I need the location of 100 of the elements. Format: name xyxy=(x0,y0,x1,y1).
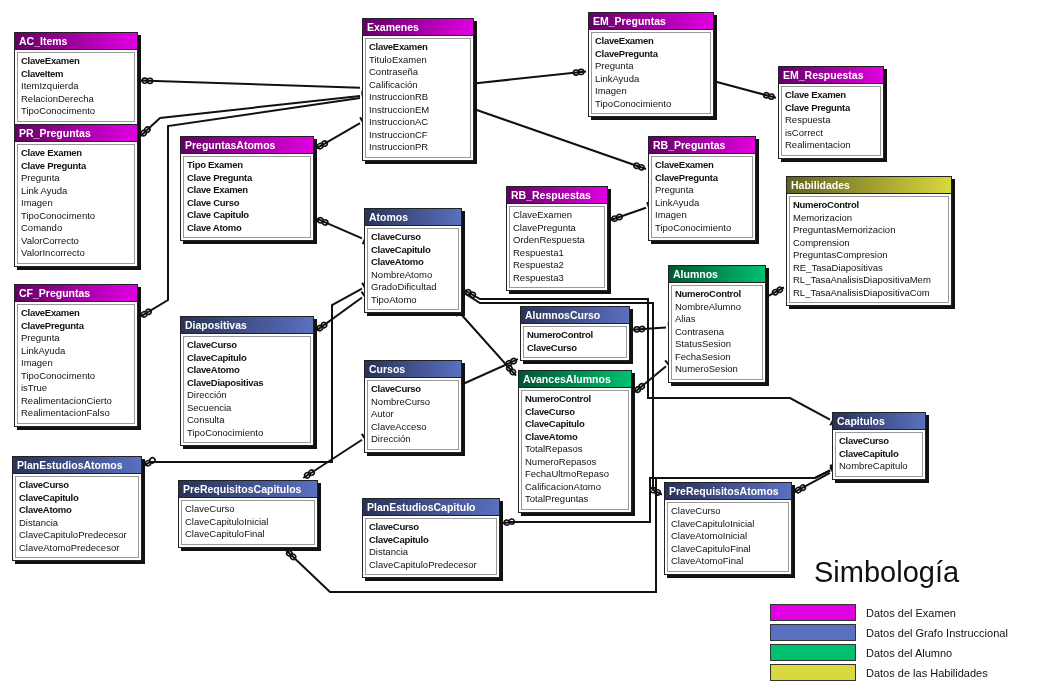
field-name: Clave Pregunta xyxy=(187,171,252,184)
field-name: ClaveExamen xyxy=(513,209,573,222)
field-name: isTrue xyxy=(21,382,48,395)
table-box xyxy=(14,32,138,125)
field-name: ClaveExamen xyxy=(655,159,714,172)
field-name: ClaveCapituloInicial xyxy=(671,517,755,530)
field-name: Clave Examen xyxy=(187,184,248,197)
field-name: Realimentacion xyxy=(785,139,851,152)
legend-text: Datos del Alumno xyxy=(866,646,953,659)
field-name: RL_TasaAnalisisDiapositivaMem xyxy=(793,274,931,287)
table-box xyxy=(362,498,500,578)
field-name: ClavePregunta xyxy=(513,221,576,234)
legend-text: Datos del Examen xyxy=(866,606,956,619)
table-box xyxy=(506,186,608,291)
field-name: InstruccionPR xyxy=(369,141,429,154)
field-name: TotalRepasos xyxy=(525,443,583,456)
field-name: ClaveCapituloFinal xyxy=(671,542,751,555)
field-name: ClaveCapituloInicial xyxy=(185,515,269,528)
field-name: NombreAtomo xyxy=(371,268,433,281)
field-name: NombreCurso xyxy=(371,395,431,408)
field-name: OrdenRespuesta xyxy=(513,234,585,247)
field-name: ValorIncorrecto xyxy=(21,247,85,260)
field-name: RealimentacionCierto xyxy=(21,394,112,407)
field-name: ClaveCurso xyxy=(185,503,235,516)
field-name: ClaveCurso xyxy=(839,435,889,448)
field-name: TipoConocimento xyxy=(21,369,96,382)
field-name: TipoAtomo xyxy=(371,293,417,306)
table-title: Atomos xyxy=(365,209,461,226)
field-name: TipoConocimiento xyxy=(655,221,732,234)
field-name: InstruccionRB xyxy=(369,91,429,104)
field-name: TotalPreguntas xyxy=(525,493,589,506)
field-name: ClaveCurso xyxy=(671,505,721,518)
field-name: ClaveExamen xyxy=(21,307,80,320)
field-name: ClavePregunta xyxy=(21,319,84,332)
field-name: ClavePregunta xyxy=(595,47,658,60)
table-box xyxy=(178,480,318,548)
field-name: Distancia xyxy=(19,516,59,529)
table-box xyxy=(362,18,474,161)
table-title: AC_Items xyxy=(15,33,137,50)
field-name: Imagen xyxy=(21,357,53,370)
field-name: ClaveCurso xyxy=(369,521,419,534)
field-name: ClaveCurso xyxy=(187,339,237,352)
field-name: Pregunta xyxy=(655,184,694,197)
field-name: RE_TasaDiapositivas xyxy=(793,261,883,274)
field-name: Dirección xyxy=(187,389,227,402)
field-name: Pregunta xyxy=(21,332,60,345)
field-name: ClaveExamen xyxy=(369,41,428,54)
table-title: RB_Respuestas xyxy=(507,187,607,204)
field-name: ClaveAtomo xyxy=(19,504,72,517)
field-name: Respuesta xyxy=(785,114,831,127)
field-name: ClaveAtomo xyxy=(371,256,424,269)
table-title: AvancesAlumnos xyxy=(519,371,631,388)
field-name: ItemIzquierda xyxy=(21,80,79,93)
field-name: NumeroControl xyxy=(525,393,591,406)
field-name: ClaveAtomoFinal xyxy=(671,555,744,568)
table-title: Alumnos xyxy=(669,266,765,283)
table-box xyxy=(778,66,884,159)
table-title: CF_Preguntas xyxy=(15,285,137,302)
field-name: TituloExamen xyxy=(369,53,427,66)
field-name: ClaveCapitulo xyxy=(525,418,585,431)
table-title: Capitulos xyxy=(833,413,925,430)
field-name: ClaveCapituloPredecesor xyxy=(369,558,477,571)
field-name: NumeroControl xyxy=(527,329,593,342)
field-name: GradoDificultad xyxy=(371,281,437,294)
table-title: Habilidades xyxy=(787,177,951,194)
field-name: Contraseña xyxy=(369,66,419,79)
field-name: CalificacionAtomo xyxy=(525,480,602,493)
field-name: RL_TasaAnalisisDiapositivaCom xyxy=(793,286,930,299)
table-title: PreguntasAtomos xyxy=(181,137,313,154)
field-name: ClaveCapituloPredecesor xyxy=(19,529,127,542)
field-name: ClaveAcceso xyxy=(371,420,427,433)
field-name: Contrasena xyxy=(675,325,725,338)
field-name: LinkAyuda xyxy=(21,344,66,357)
field-name: PreguntasMemorizacion xyxy=(793,224,896,237)
field-name: Secuencia xyxy=(187,401,232,414)
field-name: Clave Capitulo xyxy=(187,209,249,222)
field-name: Pregunta xyxy=(595,60,634,73)
field-name: Calificación xyxy=(369,78,418,91)
field-name: Respuesta1 xyxy=(513,246,564,259)
field-name: TipoConocimiento xyxy=(187,426,264,439)
field-name: InstruccionAC xyxy=(369,116,429,129)
field-name: ClaveCurso xyxy=(371,231,421,244)
table-title: PR_Preguntas xyxy=(15,125,137,142)
field-name: NumeroRepasos xyxy=(525,455,597,468)
field-name: ClaveDiapositivas xyxy=(187,376,264,389)
table-box xyxy=(14,284,138,427)
table-box xyxy=(664,482,792,575)
field-name: ClaveCapitulo xyxy=(187,351,247,364)
field-name: ClaveCurso xyxy=(525,405,575,418)
field-name: ClaveCapitulo xyxy=(839,447,899,460)
table-title: PreRequisitosAtomos xyxy=(665,483,791,500)
field-name: ClaveCurso xyxy=(371,383,421,396)
field-name: ClaveAtomo xyxy=(525,430,578,443)
field-name: ClaveExamen xyxy=(595,35,654,48)
table-title: PlanEstudiosAtomos xyxy=(13,457,141,474)
table-box xyxy=(588,12,714,117)
field-name: Clave Examen xyxy=(21,147,82,160)
table-box xyxy=(12,456,142,561)
table-title: PlanEstudiosCapitulo xyxy=(363,499,499,516)
field-name: ClaveCurso xyxy=(19,479,69,492)
